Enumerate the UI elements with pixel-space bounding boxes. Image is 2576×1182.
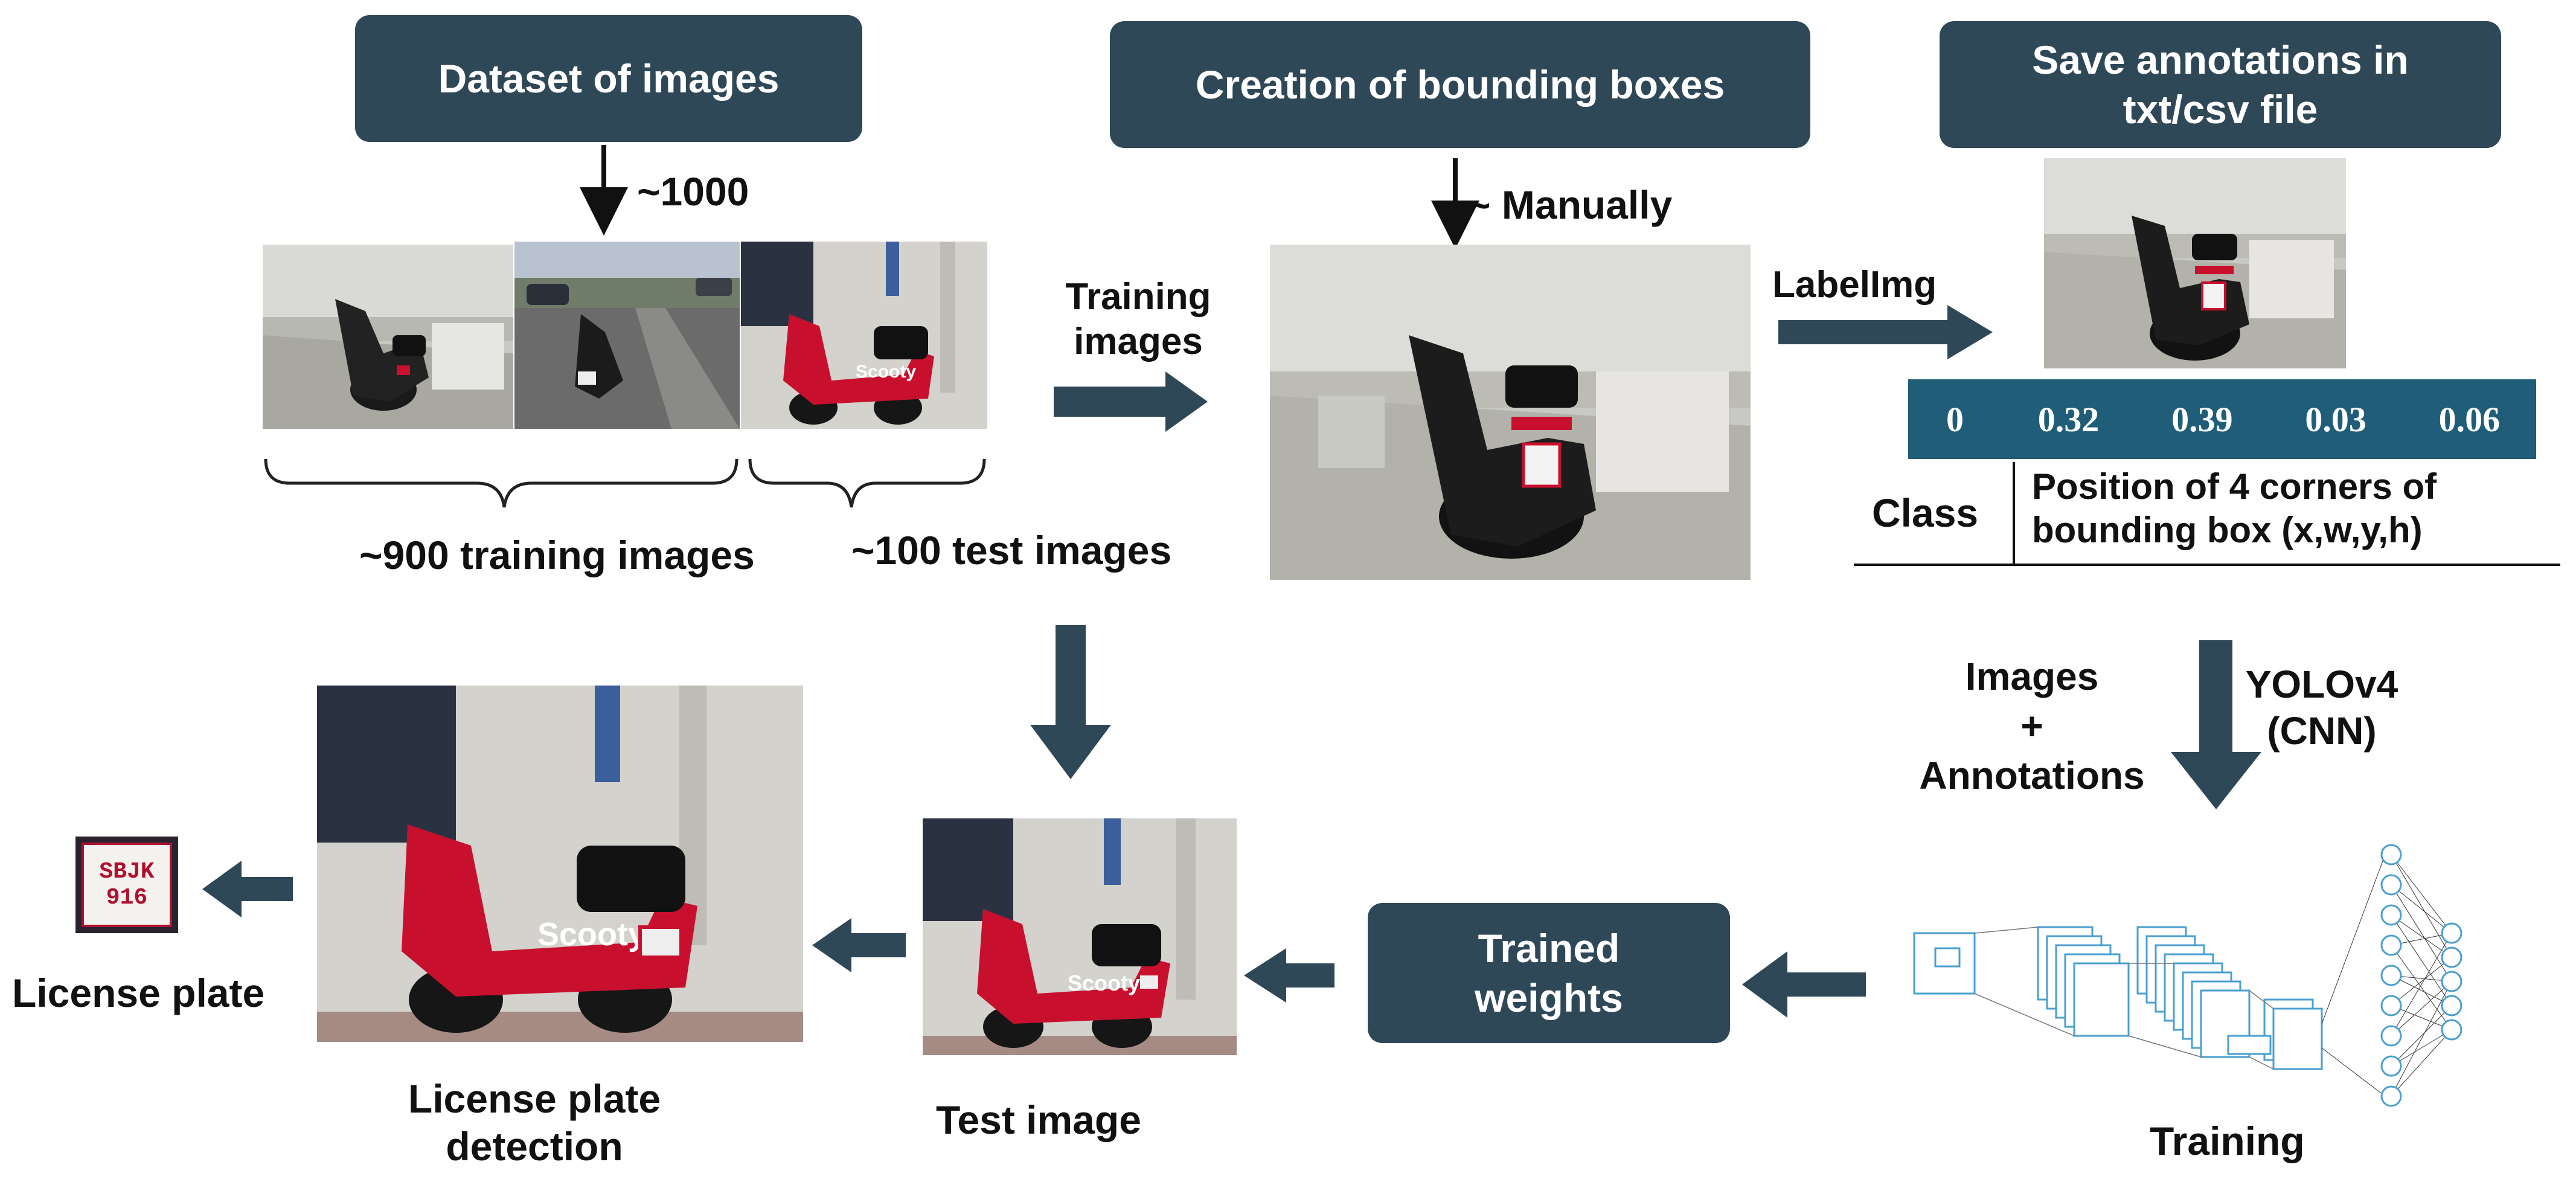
class-label: Class	[1872, 490, 1979, 535]
dataset-box: Dataset of images	[355, 15, 862, 142]
annotation-values-row: 0 0.32 0.39 0.03 0.06	[1908, 379, 2536, 459]
labelimg-label: LabelImg	[1772, 264, 1937, 306]
cnn-conv-layers-3	[2227, 998, 2323, 1070]
yolo-label: YOLOv4 (CNN)	[2245, 663, 2398, 753]
detection-label: License plate detection	[408, 1076, 661, 1169]
position-label: Position of 4 corners of bounding box (x…	[2032, 466, 2437, 550]
plate-text-bottom: 916	[106, 885, 148, 911]
cnn-dense-connections	[2321, 854, 2452, 1097]
annotation-value: 0.06	[2438, 399, 2501, 439]
annotation-value: 0	[1946, 399, 1964, 439]
cnn-diagram	[1913, 844, 2462, 1107]
trained-weights-box: Trained weights	[1368, 903, 1730, 1043]
scooty-logo-test: Scooty	[1068, 971, 1140, 995]
arrow-to-training	[2171, 640, 2261, 809]
cnn-conv-layers-2	[2136, 926, 2251, 1058]
save-box: Save annotations in txt/csv file	[1940, 21, 2501, 148]
save-box-label: Save annotations in txt/csv file	[2032, 37, 2409, 132]
dataset-image-street-scooter	[514, 242, 740, 429]
arrow-training-images	[1054, 371, 1208, 432]
dataset-box-label: Dataset of images	[438, 56, 780, 101]
test-image-label: Test image	[936, 1097, 1141, 1142]
scooty-logo-small: Scooty	[856, 362, 916, 382]
annotation-value: 0.32	[2037, 399, 2100, 439]
detection-scooter-image: Scooty	[317, 686, 803, 1042]
cnn-conv-layers-1	[2037, 926, 2130, 1037]
annotation-value: 0.39	[2171, 399, 2233, 439]
license-plate-crop: SBJK 916	[75, 837, 178, 933]
images-annotations-label: Images + Annotations	[1919, 655, 2145, 797]
creation-box: Creation of bounding boxes	[1110, 21, 1810, 148]
brace-training	[264, 458, 739, 508]
test-scooter-image: Scooty	[923, 818, 1237, 1055]
plate-text-top: SBJK	[99, 859, 155, 885]
license-plate-label: License plate	[12, 971, 265, 1015]
count-1000-label: ~1000	[637, 169, 749, 214]
annotation-value: 0.03	[2305, 399, 2366, 439]
training-images-label: Training images	[1065, 276, 1211, 363]
scooty-logo-detection: Scooty	[537, 916, 646, 952]
training-label: Training	[2150, 1119, 2305, 1163]
manually-label: ~ Manually	[1467, 182, 1673, 227]
trained-weights-label: Trained weights	[1475, 925, 1623, 1021]
arrow-to-weights	[1742, 951, 1866, 1018]
arrow-to-detection	[812, 918, 906, 972]
dataset-image-black-scooter	[263, 245, 513, 429]
brace-test	[748, 458, 986, 508]
train-900-label: ~900 training images	[359, 533, 755, 577]
arrow-to-test	[1244, 948, 1334, 1003]
test-100-label: ~100 test images	[851, 528, 1172, 573]
cnn-dense-nodes	[2380, 844, 2462, 1107]
dataset-image-red-scooter: Scooty	[741, 242, 987, 429]
arrow-labelimg	[1778, 305, 1993, 359]
arrow-to-plate	[202, 861, 293, 917]
creation-box-label: Creation of bounding boxes	[1195, 62, 1725, 107]
creation-scooter-image	[1270, 245, 1751, 580]
arrow-to-test-image	[1030, 625, 1111, 779]
annotated-scooter-image	[2044, 158, 2346, 368]
